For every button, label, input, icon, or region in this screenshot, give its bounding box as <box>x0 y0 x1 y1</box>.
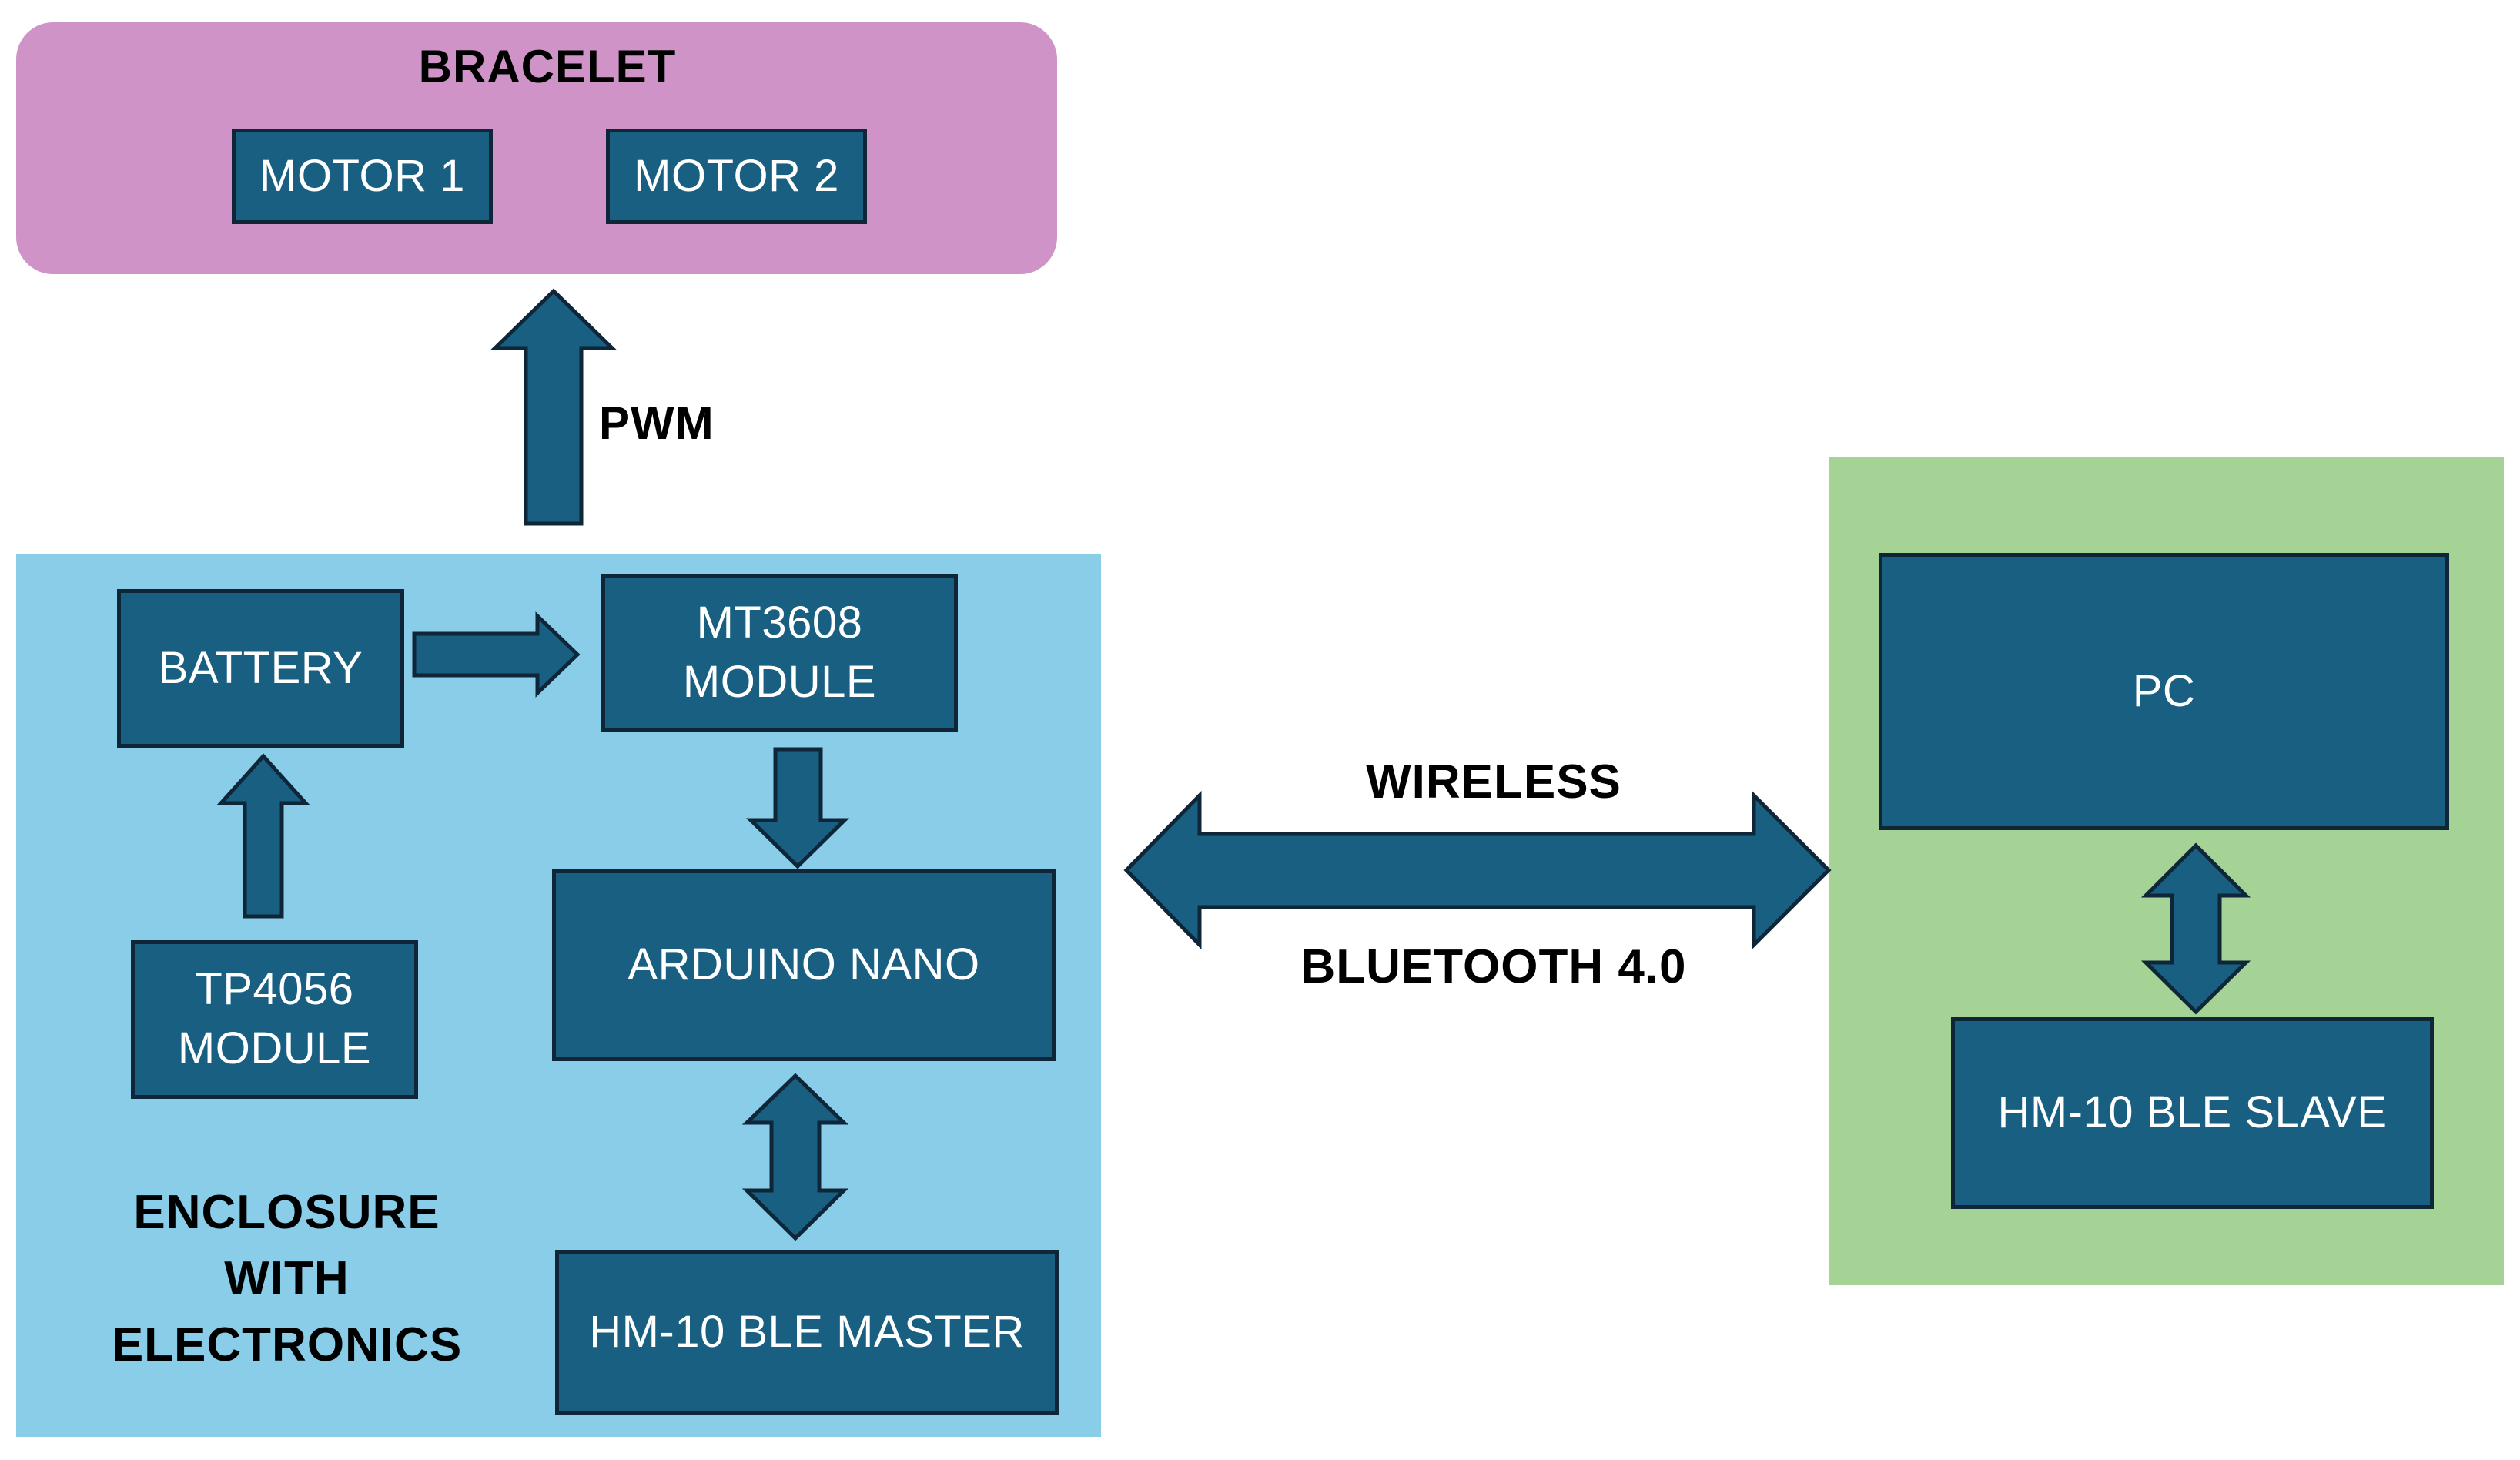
wireless-link-arrow <box>1123 790 1832 950</box>
pc-box: PC <box>1879 553 2449 830</box>
pc-hm10-slave-arrow <box>2140 842 2251 1015</box>
mt3608-module-box: MT3608 MODULE <box>601 574 958 732</box>
pwm-label: PWM <box>599 397 715 449</box>
tp4056-module-box: TP4056 MODULE <box>131 940 418 1099</box>
bracelet-region <box>16 22 1057 274</box>
pwm-arrow <box>490 288 617 526</box>
mt3608-to-arduino-arrow <box>745 747 850 869</box>
wireless-label: WIRELESS <box>1366 755 1621 809</box>
battery-to-mt3608-arrow <box>412 611 581 698</box>
bracelet-title: BRACELET <box>418 41 677 92</box>
hm10-ble-slave-box: HM-10 BLE SLAVE <box>1951 1017 2434 1209</box>
motor-2-box: MOTOR 2 <box>606 129 867 224</box>
arduino-nano-box: ARDUINO NANO <box>552 869 1056 1061</box>
enclosure-title: ENCLOSURE WITH ELECTRONICS <box>111 1186 463 1371</box>
battery-box: BATTERY <box>117 589 404 748</box>
tp4056-to-battery-arrow <box>216 753 310 919</box>
motor-1-box: MOTOR 1 <box>232 129 493 224</box>
hm10-ble-master-box: HM-10 BLE MASTER <box>555 1250 1059 1415</box>
arduino-hm10-master-arrow <box>741 1073 849 1241</box>
bluetooth-label: BLUETOOTH 4.0 <box>1300 940 1687 993</box>
